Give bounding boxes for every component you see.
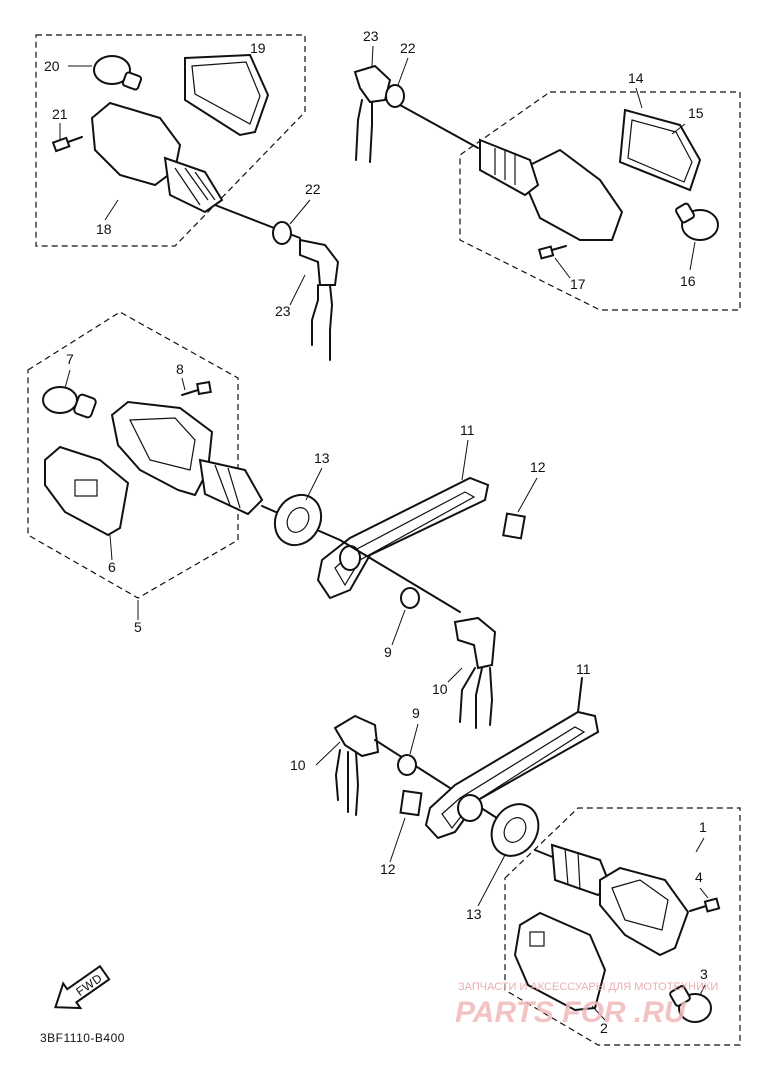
- label-10-upper: 10: [432, 681, 448, 697]
- label-23-right: 23: [363, 28, 379, 44]
- label-18: 18: [96, 221, 112, 237]
- wire-connector-part-10-lower: 10: [290, 714, 380, 816]
- label-4: 4: [695, 869, 703, 885]
- bulb-part-16: [675, 202, 719, 241]
- screw-part-8: [181, 380, 212, 396]
- label-17: 17: [570, 276, 586, 292]
- nut-part-12-upper: 12: [502, 459, 546, 540]
- label-22-left: 22: [305, 181, 321, 197]
- label-9-upper: 9: [384, 644, 392, 660]
- wire-connector-part-10-upper: 10: [432, 616, 497, 729]
- bulb-part-20: [93, 55, 143, 91]
- label-21: 21: [52, 106, 68, 122]
- housing-part-14: [399, 104, 624, 241]
- watermark-tagline: ЗАПЧАСТИ И АКСЕССУАРЫ ДЛЯ МОТОТЕХНИКИ: [458, 981, 718, 993]
- label-13-lower: 13: [466, 906, 482, 922]
- label-12-upper: 12: [530, 459, 546, 475]
- housing-part-1: [550, 843, 690, 957]
- nut-part-9-lower: 9: [397, 705, 420, 776]
- assembly-1-rear-right-flasher: 1 4 3 2: [504, 807, 741, 1046]
- screw-part-4: [689, 897, 721, 913]
- bracket-part-11-lower: 11: [424, 661, 600, 840]
- label-3: 3: [700, 966, 708, 982]
- lens-part-15: [618, 108, 702, 192]
- lens-part-6: [44, 445, 130, 537]
- nut-part-12-lower: 12: [380, 789, 423, 877]
- grommet-part-13-lower: 13: [466, 803, 540, 922]
- label-23-left: 23: [275, 303, 291, 319]
- label-14: 14: [628, 70, 644, 86]
- grommet-part-22-right: 22: [385, 40, 416, 108]
- label-20: 20: [44, 58, 60, 74]
- label-6: 6: [108, 559, 116, 575]
- watermark-logo: ЗАПЧАСТИ И АКСЕССУАРЫ ДЛЯ МОТОТЕХНИКИ PA…: [455, 981, 718, 1029]
- screw-part-21: [51, 136, 83, 153]
- lens-part-19: [184, 53, 270, 137]
- assembly-18-front-left-flasher: 20 19 21 18: [35, 34, 306, 247]
- label-5: 5: [134, 619, 142, 635]
- label-7: 7: [66, 351, 74, 367]
- label-22-right: 22: [400, 40, 416, 56]
- label-15: 15: [688, 105, 704, 121]
- label-8: 8: [176, 361, 184, 377]
- label-10-lower: 10: [290, 757, 306, 773]
- wire-connector-part-23-right: 23: [353, 28, 392, 163]
- housing-part-5: [110, 400, 341, 541]
- lens-part-2: [513, 911, 607, 1012]
- label-11-lower: 11: [576, 661, 591, 677]
- watermark-brand: PARTS FOR .RU: [455, 996, 687, 1029]
- label-1: 1: [699, 819, 707, 835]
- label-16: 16: [680, 273, 696, 289]
- grommet-part-22-left: 22: [272, 181, 321, 245]
- bulb-part-7: [42, 386, 97, 419]
- label-12-lower: 12: [380, 861, 396, 877]
- label-11-upper: 11: [460, 422, 475, 438]
- bulb-part-3: [669, 985, 712, 1023]
- label-13-upper: 13: [314, 450, 330, 466]
- assembly-5-rear-left-flasher: 7 8 6 5: [27, 311, 341, 635]
- drawing-code: 3BF1110-B400: [40, 1031, 125, 1045]
- housing-part-18: [90, 101, 301, 239]
- screw-part-17: [537, 245, 567, 260]
- label-2: 2: [600, 1020, 608, 1036]
- bracket-part-11-upper: 11: [316, 422, 490, 600]
- nut-part-9-upper: 9: [384, 587, 420, 660]
- fwd-arrow-icon: FWD: [54, 964, 111, 1010]
- assembly-14-front-right-flasher: 14 15 16 17: [399, 70, 741, 311]
- grommet-part-13-upper: 13: [273, 450, 330, 547]
- wire-connector-part-23-left: 23: [275, 238, 340, 361]
- label-9-lower: 9: [412, 705, 420, 721]
- label-19: 19: [250, 40, 266, 56]
